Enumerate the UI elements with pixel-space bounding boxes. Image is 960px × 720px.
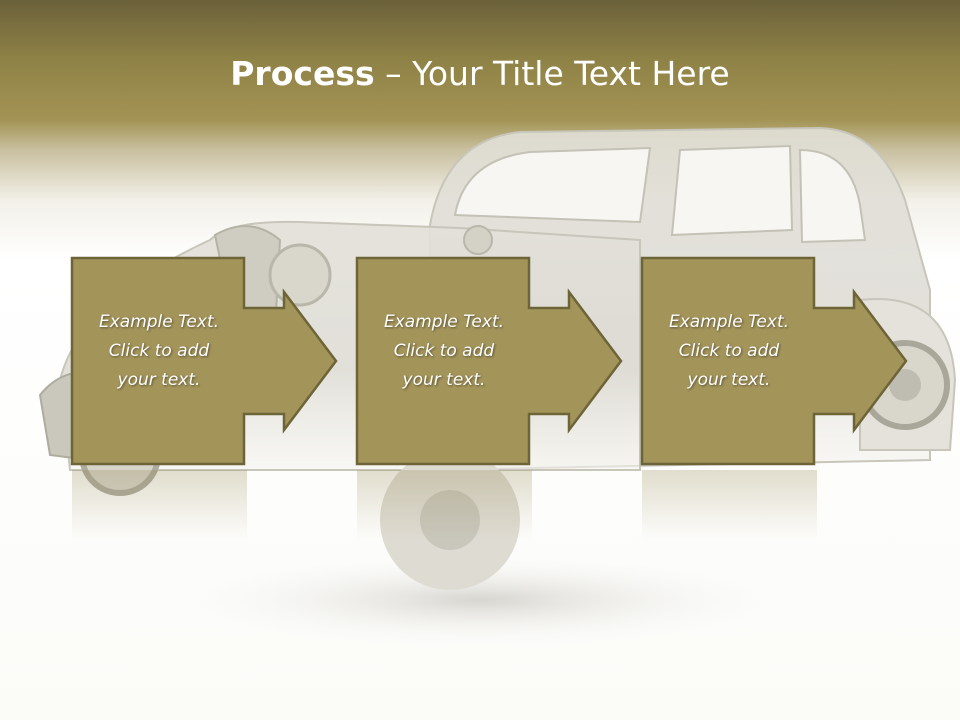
step-arrow-shape: [70, 256, 338, 466]
step-reflection: [72, 470, 247, 540]
step-text[interactable]: Example Text. Click to add your text.: [668, 312, 790, 390]
step-text[interactable]: Example Text. Click to add your text.: [98, 312, 220, 390]
step-arrow-shape: [640, 256, 908, 466]
step-arrow-shape: [355, 256, 623, 466]
title-dash: –: [374, 54, 413, 93]
title-bold: Process: [230, 54, 375, 93]
process-step-2[interactable]: Example Text. Click to add your text.: [355, 256, 645, 476]
step-text[interactable]: Example Text. Click to add your text.: [383, 312, 505, 390]
title-text: Your Title Text Here: [412, 54, 730, 93]
step-reflection: [357, 470, 532, 540]
process-step-3[interactable]: Example Text. Click to add your text.: [640, 256, 930, 476]
step-reflection: [642, 470, 817, 540]
slide-title[interactable]: Process – Your Title Text Here: [0, 52, 960, 96]
process-step-1[interactable]: Example Text. Click to add your text.: [70, 256, 360, 476]
